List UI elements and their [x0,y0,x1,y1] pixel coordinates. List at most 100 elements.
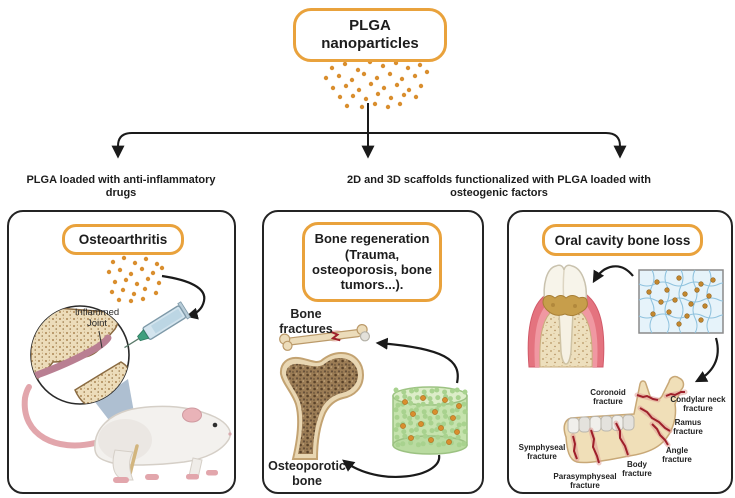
nanoparticle-dot [436,402,442,408]
nanoparticle-dot [394,82,400,88]
nanoparticle-dot [343,83,349,89]
nanoparticle-dot [414,434,420,440]
nanoparticle-dot [415,402,421,408]
nanoparticle-dot [434,387,440,393]
branch-connector [111,59,627,159]
nanoparticle-dot [462,389,468,395]
osteoarthritis-title-box: Osteoarthritis [62,224,184,255]
nanoparticle-dot [435,414,441,420]
plga-nanoparticles-box: PLGA nanoparticles [293,8,447,62]
nanoparticle-dot [399,76,405,82]
arrow-to-left-panel [111,132,368,159]
nanoparticle-dot [330,85,336,91]
nanoparticle-dot [408,435,414,441]
nanoparticle-dot [359,104,365,110]
mesh-nanoparticles [646,275,716,327]
nanoparticle-dot [374,75,380,81]
nanoparticle-dot [664,287,670,293]
nanoparticle-dot [422,413,428,419]
nanoparticle-dot [142,286,148,292]
nanoparticle-dot [442,397,448,403]
mouse-haunch [98,419,152,461]
nanoparticle-dot [406,87,412,93]
nanoparticle-dot [654,279,660,285]
oral-cavity-title: Oral cavity bone loss [554,232,691,248]
nanoparticle-dot [394,434,400,440]
scaffold-3d-illustration [392,386,468,455]
nanoparticle-dot [407,396,413,402]
nanoparticle-dot [128,271,134,277]
nanoparticle-dot [153,290,159,296]
nanoparticle-dot [405,65,411,71]
mouse-knee-bone [128,444,139,476]
nanoparticle-dot [387,71,393,77]
nanoparticle-dot [456,422,462,428]
nanoparticle-dot [145,276,151,282]
nanoparticle-dot [688,301,694,307]
nanoparticle-dot [702,303,708,309]
bone-fractures-label: Bone fractures [279,307,333,336]
tooth-root [558,311,574,365]
nanoparticle-dot [372,101,378,107]
nanoparticle-dot [363,96,369,102]
nanoparticle-dot [117,267,123,273]
nanoparticle-dot [402,413,408,419]
nanoparticle-dot [448,420,454,426]
nanoparticle-dot [393,407,399,413]
nanoparticle-dot [356,87,362,93]
nanoparticle-dot [401,429,407,435]
nanoparticle-dot [441,401,447,407]
nanoparticle-dot [143,256,149,262]
nanoparticle-dot [454,387,460,393]
arrow-to-right-panel [368,132,627,159]
nanoparticle-dot [350,93,356,99]
nanoparticle-dot [455,395,461,401]
nanoparticle-dot [428,420,434,426]
nanoparticle-dot [441,441,447,447]
nanoparticle-dot [435,434,441,440]
arrow-scaffold-to-femur [342,454,441,479]
nanoparticle-dot [106,269,112,275]
nanoparticle-dot [682,291,688,297]
nanoparticle-dot [672,297,678,303]
panel-bone-regeneration: Bone regeneration (Trauma, osteoporosis,… [262,210,484,494]
nanoparticle-dot [401,389,407,395]
mouse-nose [228,432,232,436]
nanoparticle-dot [438,425,444,431]
nanoparticle-dot [388,95,394,101]
inflamed-joint-label: Inflammed Joint [74,307,120,330]
nanoparticle-dot [393,427,399,433]
coronoid-fracture-line [636,394,659,401]
mouse-tail [21,384,98,449]
joint-inflamed-band [33,334,112,379]
nanoparticle-cloud [323,59,430,110]
panel-oral-cavity: Oral cavity bone loss [507,210,733,494]
fractured-bone-illustration [279,323,371,351]
nanoparticle-dot [394,395,400,401]
nanoparticle-dot [414,395,420,401]
nanoparticle-dot [408,400,414,406]
nanoparticle-dot [462,429,468,435]
nanoparticle-dot [421,409,427,415]
nanoparticle-dot [408,420,414,426]
nanoparticle-dot [140,296,146,302]
nanoparticle-dot [428,400,434,406]
nanoparticle-dot [381,85,387,91]
nanoparticle-dot [449,428,455,434]
nanoparticle-dot [676,321,682,327]
joint-label-pointer [98,330,103,349]
nanoparticle-dot [442,429,448,435]
angle-fracture-label: Angle fracture [662,446,692,465]
nanoparticle-dot [417,62,423,68]
nanoparticle-dot [447,396,453,402]
condylar-neck-fracture-line [665,391,685,397]
nanoparticle-dot [120,287,126,293]
nanoparticle-dot [420,395,426,401]
nanoparticle-dot [448,400,454,406]
nanoparticle-dot [400,423,406,429]
body-fracture-line [615,422,629,456]
nanoparticle-dot [449,388,455,394]
nanoparticle-dot [150,270,156,276]
nanoparticle-dot [409,388,415,394]
nanoparticle-dot [409,428,415,434]
